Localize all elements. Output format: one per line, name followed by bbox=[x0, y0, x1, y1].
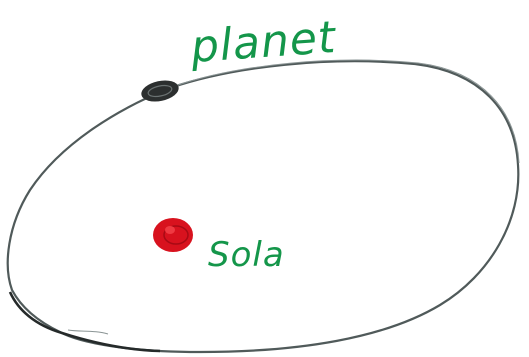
orbit-path-overstroke bbox=[175, 60, 519, 163]
planet-dot-icon bbox=[139, 77, 180, 104]
orbit-tail bbox=[68, 330, 108, 334]
orbit-path bbox=[8, 61, 519, 352]
orbit-dark-segment bbox=[10, 292, 160, 351]
planet-label: planet bbox=[188, 12, 338, 73]
sun-dot-icon bbox=[153, 218, 193, 252]
sun-label: Sola bbox=[208, 235, 285, 275]
